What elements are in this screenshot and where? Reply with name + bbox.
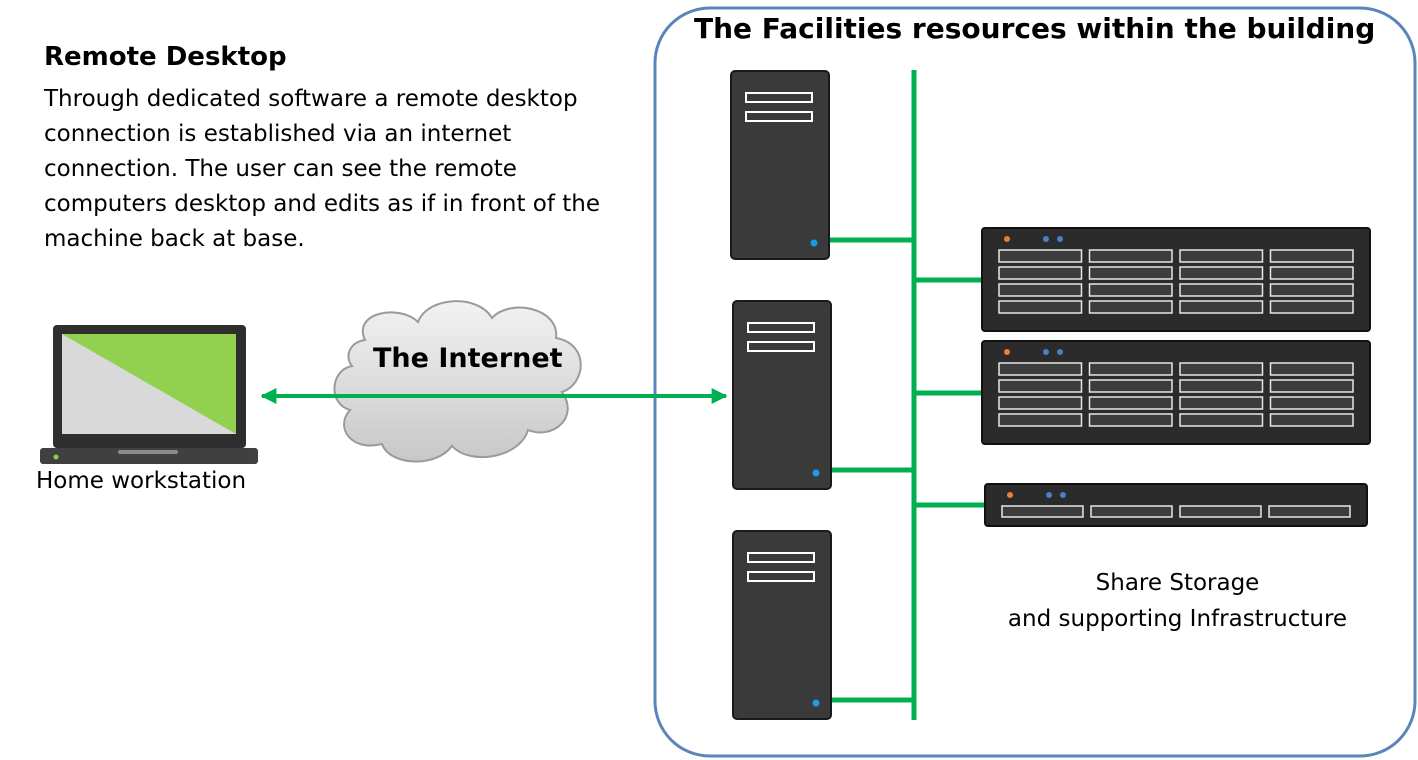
facility-title: The Facilities resources within the buil… <box>694 12 1376 45</box>
drive-bay <box>1179 283 1264 297</box>
storage-array-icon <box>981 227 1371 332</box>
drive-bay <box>998 283 1083 297</box>
home-workstation-label: Home workstation <box>36 468 247 494</box>
description-text: Through dedicated software a remote desk… <box>44 86 601 252</box>
drive-bay <box>1269 300 1354 314</box>
drive-bay <box>1088 379 1173 393</box>
server-tower-icon <box>730 70 830 260</box>
drive-bay <box>998 266 1083 280</box>
facility-boundary <box>653 6 1417 758</box>
storage-label: Share Storage and supporting Infrastruct… <box>990 565 1365 637</box>
drive-bay <box>1088 266 1173 280</box>
drive-bay <box>1090 505 1173 518</box>
drive-bay <box>1179 266 1264 280</box>
drive-bay <box>1179 362 1264 376</box>
drive-bay <box>1269 283 1354 297</box>
drive-bay <box>998 379 1083 393</box>
drive-bay <box>1001 505 1084 518</box>
drive-bay <box>1269 396 1354 410</box>
page-title: Remote Desktop <box>44 42 287 72</box>
server-tower-icon <box>732 530 832 720</box>
drive-bay <box>998 362 1083 376</box>
drive-bay <box>998 249 1083 263</box>
drive-bay <box>1179 396 1264 410</box>
drive-bay <box>1269 362 1354 376</box>
storage-array-icon <box>984 483 1368 527</box>
laptop-icon <box>40 325 258 464</box>
storage-array-icon <box>981 340 1371 445</box>
drive-bay <box>1088 396 1173 410</box>
internet-label: The Internet <box>373 343 563 374</box>
drive-bay <box>998 396 1083 410</box>
server-tower-icon <box>732 300 832 490</box>
drive-bay <box>1269 249 1354 263</box>
drive-bay <box>1088 413 1173 427</box>
drive-bay <box>998 300 1083 314</box>
drive-bay <box>1269 266 1354 280</box>
drive-bay <box>1179 413 1264 427</box>
storage-label-line2: and supporting Infrastructure <box>1007 606 1348 632</box>
drive-bay <box>998 413 1083 427</box>
drive-bay <box>1088 283 1173 297</box>
drive-bay <box>1088 300 1173 314</box>
storage-label-line1: Share Storage <box>1095 570 1260 596</box>
drive-bay <box>1268 505 1351 518</box>
drive-bay <box>1179 505 1262 518</box>
cloud-icon <box>333 300 582 463</box>
drive-bay <box>1179 379 1264 393</box>
drive-bay <box>1179 249 1264 263</box>
drive-bay <box>1088 362 1173 376</box>
drive-bay <box>1179 300 1264 314</box>
drive-bay <box>1088 249 1173 263</box>
drive-bay <box>1269 413 1354 427</box>
drive-bay <box>1269 379 1354 393</box>
